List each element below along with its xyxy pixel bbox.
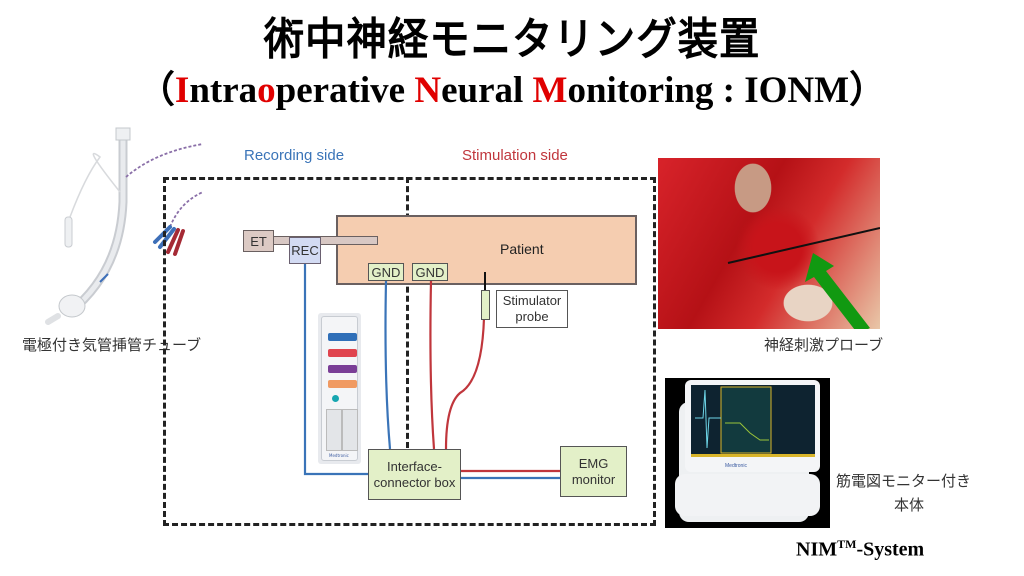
acronym-letter: I	[174, 70, 190, 111]
interface-connector-box: Interface-connector box	[368, 449, 461, 500]
acronym-letter: o	[257, 70, 276, 111]
nim-interface-panel: Medtronic	[318, 313, 361, 464]
green-arrow-icon	[805, 253, 870, 329]
stimulator-probe-label: Stimulator probe	[496, 290, 568, 328]
rec-box: REC	[289, 237, 321, 264]
probe-needle-photo	[727, 227, 880, 264]
gnd-recording-box: GND	[368, 263, 404, 281]
gnd-stim-wire	[429, 280, 436, 450]
page-title: 術中神経モニタリング装置	[263, 14, 761, 65]
monitor-brand: Medtronic	[725, 463, 747, 469]
channel-4-strip	[328, 380, 357, 388]
title-text: ntra	[189, 70, 258, 111]
page-subtitle: （Intraoperative Neural Monitoring : IONM…	[0, 68, 1024, 114]
stimulation-side-label: Stimulation side	[462, 147, 568, 164]
recording-side-label: Recording side	[244, 147, 345, 164]
system-name-suffix: -System	[856, 538, 925, 561]
probe-caption: 神経刺激プローブ	[764, 336, 884, 354]
endotracheal-tube-illustration	[45, 127, 204, 325]
channel-2-strip	[328, 349, 357, 357]
trademark: TM	[837, 537, 857, 551]
system-name: NIMTM-System	[796, 537, 924, 562]
acronym-letter: N	[414, 70, 442, 111]
channel-1-strip	[328, 333, 357, 341]
gnd-stimulation-box: GND	[412, 263, 448, 281]
monitor-caption-line2: 本体	[894, 496, 925, 514]
channel-3-strip	[328, 365, 357, 373]
title-text: onitoring : IONM）	[567, 70, 887, 111]
system-boundary	[163, 177, 656, 526]
nim-brand: Medtronic	[329, 453, 349, 458]
stim1-port	[326, 409, 342, 451]
nim-monitor-photo: Medtronic	[665, 378, 830, 528]
title-text: eural	[441, 70, 533, 111]
probe-needle	[484, 272, 486, 292]
patient-label: Patient	[500, 241, 544, 257]
probe-wire	[444, 317, 486, 450]
et-box: ET	[243, 230, 274, 252]
title-text: perative	[275, 70, 415, 111]
system-name-main: NIM	[796, 538, 838, 561]
monitor-caption-line1: 筋電図モニター付き	[836, 472, 972, 490]
emg-monitor-box: EMG monitor	[560, 446, 627, 497]
surgical-photo	[658, 158, 880, 329]
gnd-rec-wire	[384, 280, 392, 450]
side-divider	[406, 177, 409, 448]
port-icon	[332, 395, 339, 402]
title-text: （	[137, 70, 175, 111]
tube-caption: 電極付き気管挿管チューブ	[22, 336, 202, 354]
stim2-port	[342, 409, 358, 451]
probe-body	[481, 290, 490, 320]
acronym-letter: M	[532, 70, 568, 111]
rec-wire	[303, 264, 368, 476]
